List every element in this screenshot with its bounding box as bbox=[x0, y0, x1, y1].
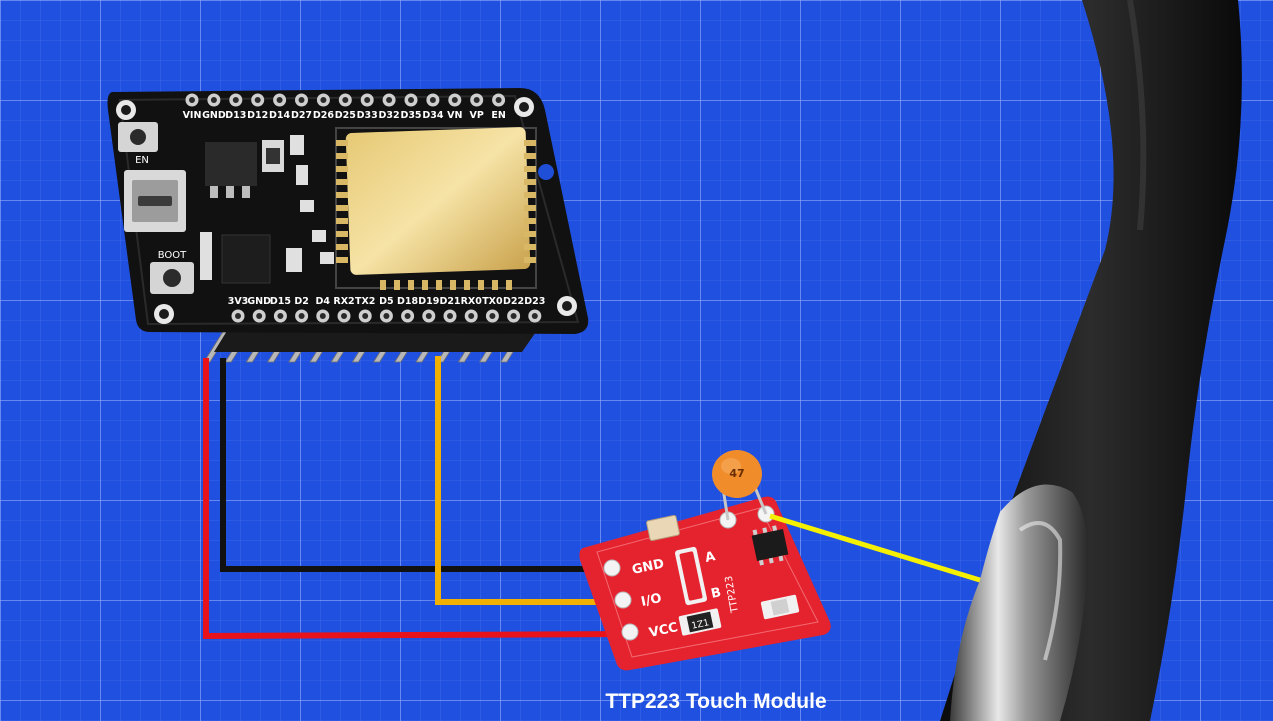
castellated-pad bbox=[524, 257, 536, 263]
ttp223-module: GND I/O VCC A B TTP223 1Z1 bbox=[579, 496, 831, 671]
voltage-regulator bbox=[205, 142, 257, 186]
pin-label-top: GND bbox=[202, 110, 226, 121]
status-led bbox=[538, 164, 554, 180]
pin-label-vcc: VCC bbox=[648, 620, 680, 641]
castellated-pad bbox=[336, 231, 348, 237]
castellated-pad bbox=[336, 140, 348, 146]
pin-label-top: D12 bbox=[247, 110, 268, 121]
castellated-pad bbox=[524, 153, 536, 159]
pin-label-bottom: D2 bbox=[294, 296, 309, 307]
pin-label-top: D32 bbox=[379, 110, 400, 121]
pad-a-label: A bbox=[704, 549, 717, 566]
metal-handle-object bbox=[940, 0, 1242, 721]
en-label: EN bbox=[135, 155, 149, 166]
castellated-pad bbox=[336, 257, 348, 263]
castellated-pad bbox=[464, 280, 470, 290]
castellated-pad bbox=[506, 280, 512, 290]
pin-label-bottom: D21 bbox=[439, 296, 460, 307]
ceramic-capacitor: 47 bbox=[712, 450, 768, 521]
pad-gnd bbox=[603, 559, 621, 577]
castellated-pad bbox=[524, 192, 536, 198]
castellated-pad bbox=[380, 280, 386, 290]
castellated-pad bbox=[524, 205, 536, 211]
castellated-pad bbox=[450, 280, 456, 290]
usb-serial-chip bbox=[221, 234, 271, 284]
resistor-marking: 1Z1 bbox=[691, 618, 710, 631]
castellated-pad bbox=[336, 244, 348, 250]
pin-label-top: D35 bbox=[400, 110, 421, 121]
pin-label-bottom: 3V3 bbox=[228, 296, 249, 307]
wire-touch-sensor bbox=[769, 513, 1007, 591]
wire-gnd bbox=[220, 358, 610, 572]
pad-b-label: B bbox=[710, 585, 723, 602]
pin-label-top: D25 bbox=[335, 110, 356, 121]
pin-label-top: D34 bbox=[422, 110, 443, 121]
castellated-pad bbox=[524, 179, 536, 185]
module-castellated-pads bbox=[336, 140, 536, 290]
diagram-caption: TTP223 Touch Module bbox=[605, 690, 826, 713]
capacitor-value: 47 bbox=[729, 467, 744, 480]
castellated-pad bbox=[436, 280, 442, 290]
wire-signal bbox=[435, 356, 622, 605]
pin-label-bottom: D15 bbox=[270, 296, 291, 307]
castellated-pad bbox=[524, 231, 536, 237]
wire-vcc bbox=[203, 358, 629, 640]
castellated-pad bbox=[336, 166, 348, 172]
castellated-pad bbox=[336, 205, 348, 211]
castellated-pad bbox=[336, 153, 348, 159]
castellated-pad bbox=[524, 244, 536, 250]
pad-io bbox=[614, 591, 632, 609]
esp32-board: EN BOOT bbox=[107, 88, 589, 334]
pin-label-bottom: GND bbox=[247, 296, 271, 307]
pin-label-top: VIN bbox=[183, 110, 202, 121]
pin-label-top: D33 bbox=[357, 110, 378, 121]
pad-vcc bbox=[621, 623, 639, 641]
castellated-pad bbox=[336, 179, 348, 185]
castellated-pad bbox=[524, 140, 536, 146]
boot-label: BOOT bbox=[158, 250, 187, 261]
pin-label-bottom: D19 bbox=[418, 296, 439, 307]
pin-label-bottom: D18 bbox=[397, 296, 418, 307]
pin-label-bottom: D23 bbox=[524, 296, 545, 307]
pin-label-bottom: D4 bbox=[316, 296, 331, 307]
castellated-pad bbox=[478, 280, 484, 290]
smd-components bbox=[200, 135, 334, 280]
pin-label-bottom: TX0 bbox=[482, 296, 503, 307]
pin-label-top: D14 bbox=[269, 110, 290, 121]
pin-label-top: VP bbox=[470, 110, 484, 121]
pin-label-top: EN bbox=[491, 110, 505, 121]
castellated-pad bbox=[408, 280, 414, 290]
pin-label-gnd: GND bbox=[631, 556, 666, 577]
pin-label-bottom: TX2 bbox=[355, 296, 375, 307]
castellated-pad bbox=[524, 166, 536, 172]
ttp223-chip bbox=[751, 528, 789, 562]
smd-capacitor bbox=[646, 514, 680, 542]
pin-label-io: I/O bbox=[640, 591, 663, 610]
pin-label-bottom: RX2 bbox=[333, 296, 354, 307]
castellated-pad bbox=[422, 280, 428, 290]
pin-label-top: VN bbox=[447, 110, 462, 121]
castellated-pad bbox=[524, 218, 536, 224]
pin-label-top: D27 bbox=[291, 110, 312, 121]
pin-label-bottom: D22 bbox=[503, 296, 524, 307]
pin-label-bottom: RX0 bbox=[461, 296, 483, 307]
castellated-pad bbox=[336, 218, 348, 224]
castellated-pad bbox=[336, 192, 348, 198]
pin-label-top: D13 bbox=[225, 110, 246, 121]
castellated-pad bbox=[394, 280, 400, 290]
pin-label-bottom: D5 bbox=[379, 296, 394, 307]
pin-label-top: D26 bbox=[313, 110, 334, 121]
castellated-pad bbox=[492, 280, 498, 290]
